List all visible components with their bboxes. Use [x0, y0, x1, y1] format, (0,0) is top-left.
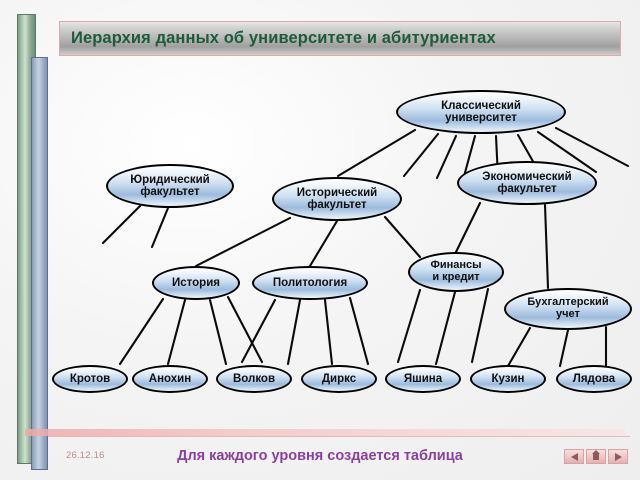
next-slide-button[interactable] [608, 449, 628, 464]
diagram-node-label: История [172, 276, 220, 289]
diagram-edge [348, 296, 370, 366]
diagram-edge [226, 295, 264, 364]
diagram-edge [543, 203, 550, 290]
diagram-node-s6: Кузин [470, 365, 546, 393]
diagram-node-label: Волков [232, 372, 276, 385]
slide-caption: Для каждого уровня создается таблица [177, 448, 463, 464]
diagram-node-label: Анохин [148, 372, 192, 385]
diagram-edge [506, 326, 532, 368]
diagram-edge [308, 219, 339, 268]
prev-slide-button[interactable] [564, 449, 584, 464]
diagram-edge [240, 298, 277, 364]
slide-title-bar: Иерархия данных об университете и абитур… [59, 21, 621, 56]
diagram-edge [286, 298, 302, 366]
diagram-edge [208, 298, 228, 366]
diagram-node-s5: Яшина [385, 365, 461, 393]
diagram-node-s2: Анохин [132, 365, 208, 393]
diagram-edge [435, 134, 458, 180]
diagram-edge [558, 328, 570, 368]
diagram-node-label: Лядова [572, 372, 616, 385]
diagram-node-history_d: История [152, 266, 240, 300]
diagram-node-s3: Волков [216, 365, 292, 393]
diagram-edge [166, 298, 187, 366]
triangle-left-icon [570, 452, 578, 461]
diagram-edge [396, 288, 422, 364]
diagram-edge [101, 204, 142, 245]
home-icon [591, 449, 601, 461]
slide-date: 26.12.16 [66, 450, 105, 461]
diagram-node-label: Яшина [403, 372, 443, 385]
diagram-edge [383, 215, 422, 259]
diagram-node-label: Кузин [491, 372, 525, 385]
diagram-edge [402, 132, 440, 178]
diagram-edge [150, 206, 170, 249]
diagram-edge [118, 297, 165, 366]
diagram-node-label: Политология [272, 276, 348, 289]
footer-divider [48, 436, 630, 437]
diagram-edge [554, 126, 630, 168]
diagram-node-s4: Диркс [301, 365, 377, 393]
diagram-node-label: Диркс [321, 372, 357, 385]
triangle-right-icon [614, 452, 622, 461]
diagram-node-s7: Лядова [556, 365, 632, 393]
page-title: Иерархия данных об университете и абитур… [71, 29, 496, 47]
decorative-blue-bar [31, 57, 48, 470]
diagram-edge [454, 201, 482, 254]
diagram-edge [336, 128, 417, 178]
diagram-edge [323, 298, 334, 366]
decorative-red-line [25, 429, 625, 436]
diagram-node-polit: Политология [252, 266, 368, 300]
diagram-edge [470, 287, 490, 364]
diagram-edge [434, 290, 457, 366]
home-slide-button[interactable] [586, 449, 606, 464]
diagram-edge [194, 216, 292, 268]
diagram-node-s1: Кротов [52, 365, 128, 393]
diagram-node-label: Кротов [69, 372, 111, 385]
navigation-buttons [564, 449, 628, 464]
